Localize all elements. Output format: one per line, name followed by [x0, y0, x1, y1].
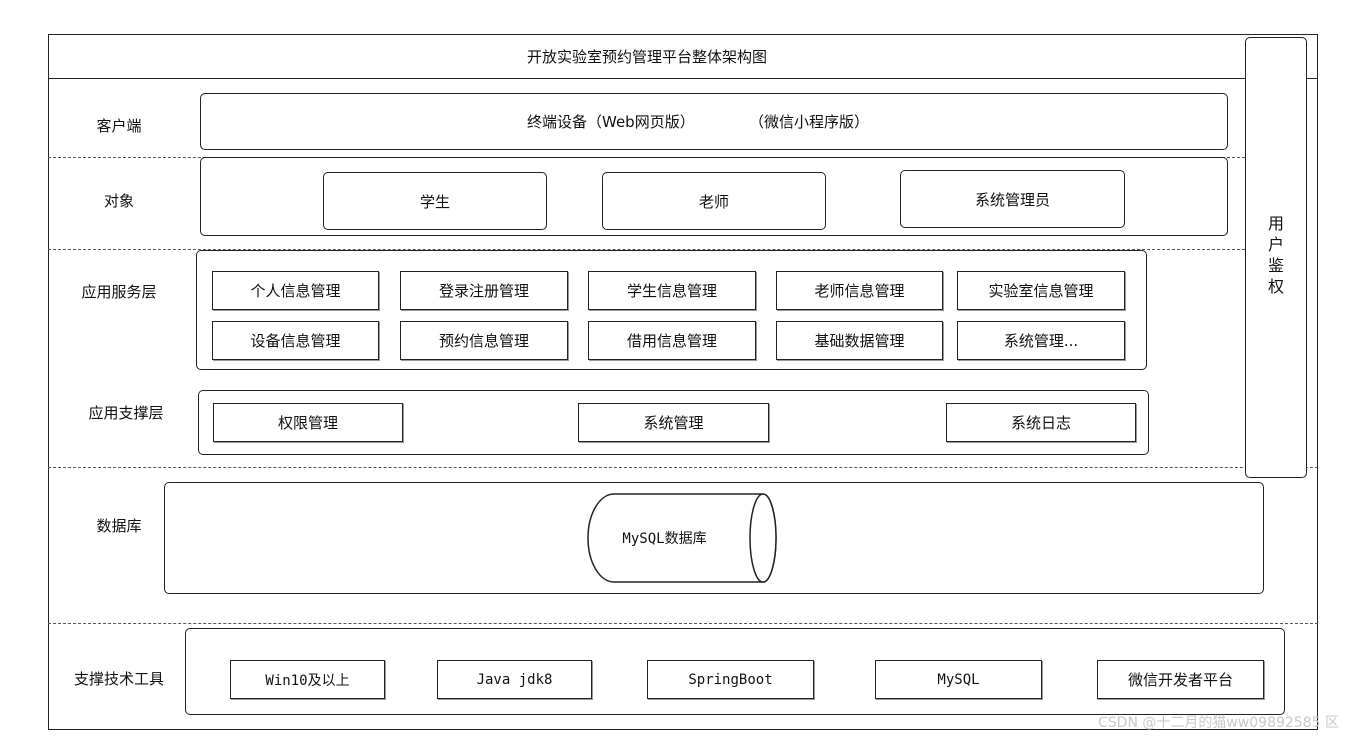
client-box: 终端设备（Web网页版） （微信小程序版）: [200, 93, 1228, 150]
user-auth-panel: 用 户 鉴 权: [1245, 37, 1307, 478]
service-system-more: 系统管理...: [957, 321, 1125, 360]
layer-label-tools: 支撑技术工具: [73, 670, 164, 688]
user-auth-char: 户: [1267, 235, 1284, 254]
service-teacher-info: 老师信息管理: [776, 271, 943, 310]
support-system-management: 系统管理: [578, 403, 769, 442]
layer-label-object: 对象: [103, 192, 134, 210]
layer-label-database: 数据库: [96, 517, 142, 535]
mysql-database-label: MySQL数据库: [622, 531, 707, 547]
diagram-frame: [48, 34, 1318, 730]
mysql-cylinder: MySQL数据库: [587, 493, 779, 583]
watermark-text: CSDN @十二月的猫ww09892585 区: [1098, 715, 1339, 731]
tool-springboot: SpringBoot: [647, 660, 814, 699]
user-auth-label: 用 户 鉴 权: [1246, 213, 1306, 297]
object-student: 学生: [323, 172, 547, 230]
service-base-data: 基础数据管理: [776, 321, 943, 360]
object-teacher: 老师: [602, 172, 826, 230]
separator-database-tools: [48, 623, 1318, 624]
service-login-register: 登录注册管理: [400, 271, 568, 310]
user-auth-char: 鉴: [1267, 256, 1284, 275]
support-system-log: 系统日志: [946, 403, 1136, 442]
layer-label-app-support: 应用支撑层: [88, 404, 164, 422]
layer-label-client: 客户端: [96, 117, 142, 135]
tool-mysql: MySQL: [875, 660, 1042, 699]
support-permission: 权限管理: [213, 403, 403, 442]
object-admin: 系统管理员: [900, 170, 1125, 228]
service-personal-info: 个人信息管理: [212, 271, 379, 310]
tool-wechat-devtools: 微信开发者平台: [1097, 660, 1264, 699]
user-auth-char: 权: [1267, 277, 1284, 296]
service-reservation-info: 预约信息管理: [400, 321, 568, 360]
cylinder-shape: [587, 493, 777, 583]
service-student-info: 学生信息管理: [588, 271, 756, 310]
service-equipment-info: 设备信息管理: [212, 321, 379, 360]
service-borrow-info: 借用信息管理: [588, 321, 756, 360]
separator-support-database: [48, 467, 1318, 468]
layer-label-app-service: 应用服务层: [81, 283, 157, 301]
client-wechat-text: （微信小程序版）: [749, 113, 870, 131]
client-web-text: 终端设备（Web网页版）: [527, 113, 695, 131]
tool-win10: Win10及以上: [230, 660, 385, 699]
title-separator: [48, 78, 1318, 79]
tool-java-jdk8: Java jdk8: [437, 660, 592, 699]
service-lab-info: 实验室信息管理: [957, 271, 1125, 310]
separator-object-service: [48, 249, 1245, 250]
diagram-title: 开放实验室预约管理平台整体架构图: [526, 47, 767, 66]
user-auth-char: 用: [1267, 214, 1284, 233]
